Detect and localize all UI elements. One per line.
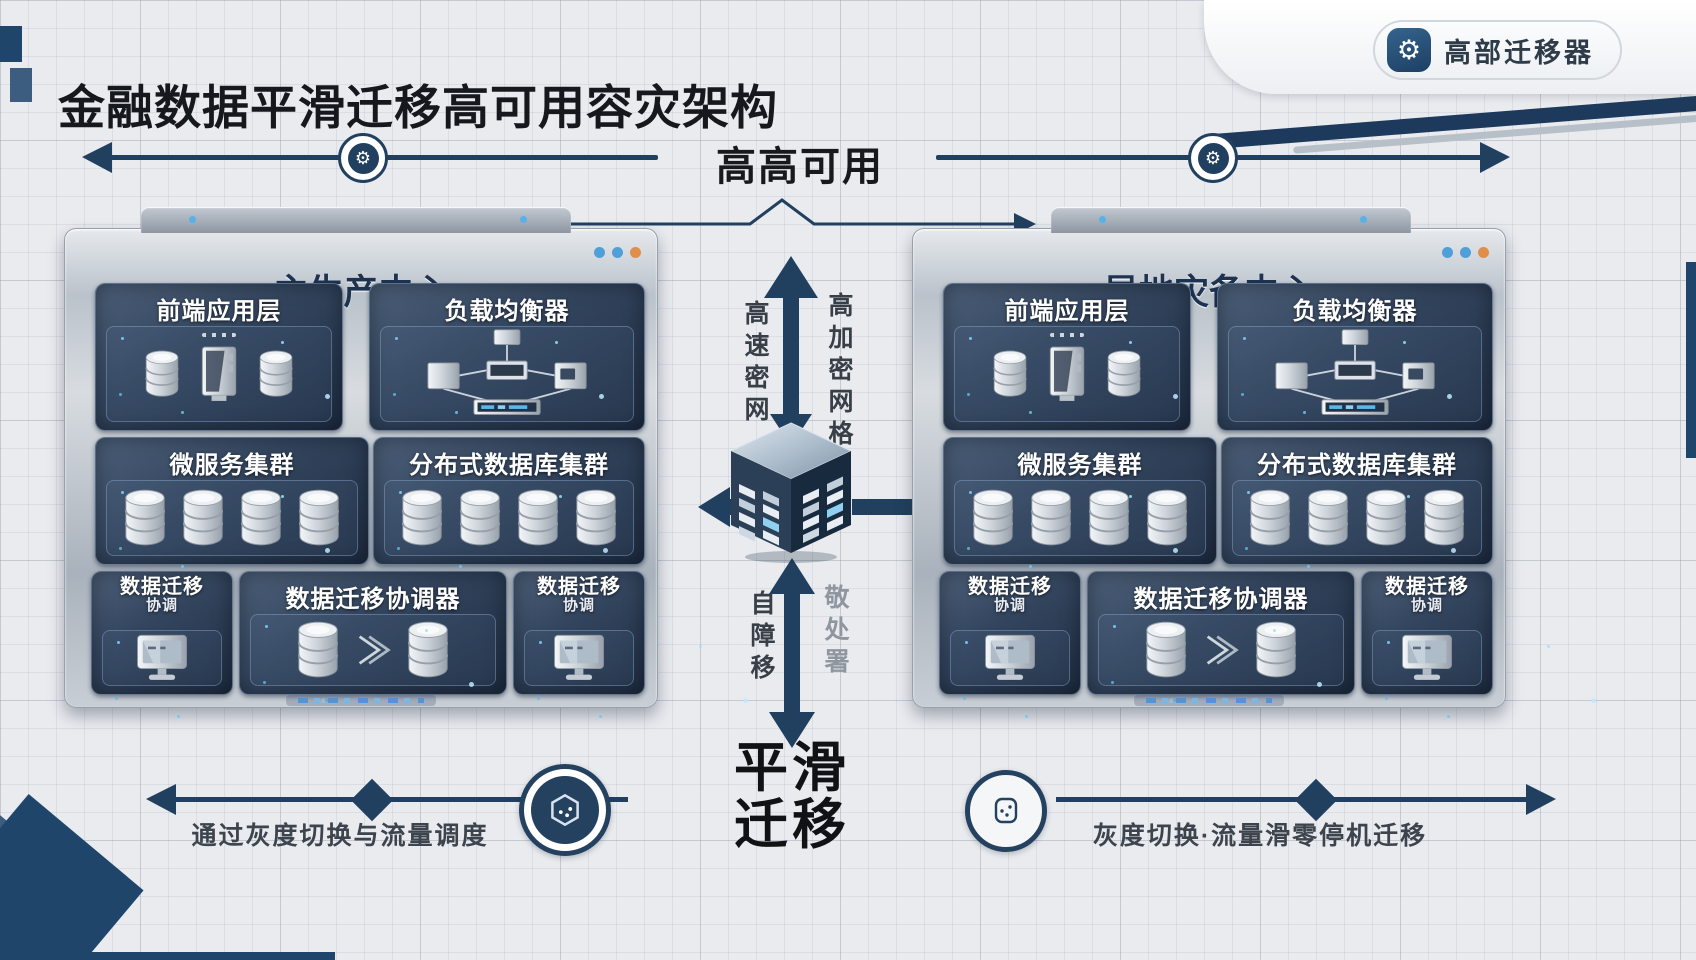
gear-logo-icon: ⚙ [1387, 28, 1431, 72]
panel-tab [1051, 207, 1411, 233]
core-datacenter-cube-icon [729, 422, 853, 563]
migration-coordinator-box: 数据迁移协调器 [239, 571, 507, 695]
database-icon [399, 488, 445, 548]
box-title: 前端应用层 [1004, 298, 1130, 325]
migration-coordinator-box: 数据迁移协调器 [1087, 571, 1355, 695]
box-title: 分布式数据库集群 [409, 452, 609, 479]
box-title: 分布式数据库集群 [1257, 452, 1457, 479]
database-icon [991, 349, 1029, 399]
window-dot-icon [1442, 247, 1453, 258]
monitor-icon [1399, 633, 1455, 683]
app-server-icon [1041, 345, 1093, 403]
gear-node-icon: ⚙ [338, 133, 388, 183]
frontend-layer-box: 前端应用层 [943, 283, 1191, 431]
uplink-label-right: 高加密网格 [825, 292, 853, 452]
database-icon [1105, 349, 1143, 399]
database-icon [122, 488, 168, 548]
database-icon [1028, 488, 1074, 548]
flow-caption-left: 通过灰度切换与流量调度 [191, 822, 489, 850]
shield-badge-icon [519, 764, 611, 856]
database-icon [257, 349, 295, 399]
corner-tile-icon [10, 68, 32, 102]
database-icon [970, 488, 1016, 548]
database-icon [296, 488, 342, 548]
page-title: 金融数据平滑迁移高可用容灾架构 [58, 81, 778, 135]
window-dot-icon [612, 247, 623, 258]
frontend-layer-box: 前端应用层 [95, 283, 343, 431]
branch-arrows-icon [1201, 629, 1241, 671]
migration-sync-box: 数据迁移 协调 [939, 571, 1081, 695]
window-dot-icon [594, 247, 605, 258]
ha-label: 高高可用 [716, 145, 884, 189]
smooth-migration-label: 平滑 迁移 [734, 738, 850, 856]
status-chip [286, 695, 436, 706]
window-dot-icon [1478, 247, 1489, 258]
database-icon [1253, 620, 1299, 680]
right-edge-bar [1686, 262, 1696, 458]
box-title: 数据迁移 协调 [968, 576, 1052, 614]
database-icon [295, 620, 341, 680]
box-title: 数据迁移 协调 [120, 576, 204, 614]
downlink-label-right: 敬处署 [821, 584, 849, 680]
seal-badge-icon [965, 770, 1047, 852]
database-icon [1086, 488, 1132, 548]
box-title: 前端应用层 [156, 298, 282, 325]
panel-tab [141, 207, 571, 233]
bottom-edge-bar [0, 952, 335, 960]
flow-caption-right: 灰度切换·流量滑零停机迁移 [1092, 822, 1428, 850]
load-balancer-box: 负载均衡器 [369, 283, 645, 431]
microservices-box: 微服务集群 [943, 437, 1217, 565]
microservices-box: 微服务集群 [95, 437, 369, 565]
branch-arrows-icon [353, 629, 393, 671]
network-topology-icon [1253, 328, 1457, 420]
monitor-icon [982, 633, 1038, 683]
box-title: 微服务集群 [1017, 452, 1143, 479]
database-icon [573, 488, 619, 548]
database-icon [457, 488, 503, 548]
network-topology-icon [405, 328, 609, 420]
database-icon [1144, 488, 1190, 548]
database-icon [1363, 488, 1409, 548]
migration-sync-box: 数据迁移 协调 [513, 571, 645, 695]
window-dot-icon [630, 247, 641, 258]
box-title: 数据迁移协调器 [285, 586, 461, 613]
migration-sync-box: 数据迁移 协调 [1361, 571, 1493, 695]
database-icon [405, 620, 451, 680]
box-title: 微服务集群 [169, 452, 295, 479]
corner-tile-icon [0, 26, 22, 62]
window-controls [594, 247, 641, 258]
database-icon [143, 349, 181, 399]
monitor-icon [134, 633, 190, 683]
production-center-panel: 主生产中心 前端应用层 负载均衡器 微服务集群 [64, 207, 658, 708]
gear-node-icon: ⚙ [1188, 133, 1238, 183]
bottom-left-stripe [0, 793, 144, 960]
window-dot-icon [1460, 247, 1471, 258]
box-title: 数据迁移协调器 [1133, 586, 1309, 613]
database-cluster-box: 分布式数据库集群 [1221, 437, 1493, 565]
downlink-label-left: 自障移 [747, 590, 775, 686]
database-icon [1305, 488, 1351, 548]
database-cluster-box: 分布式数据库集群 [373, 437, 645, 565]
monitor-icon [551, 633, 607, 683]
brand-label: 高部迁移器 [1444, 37, 1594, 68]
database-icon [515, 488, 561, 548]
box-title: 数据迁移 协调 [537, 576, 621, 614]
uplink-label-left: 高速密网 [741, 300, 769, 428]
box-title: 负载均衡器 [444, 298, 570, 325]
migration-sync-box: 数据迁移 协调 [91, 571, 233, 695]
database-icon [1143, 620, 1189, 680]
window-controls [1442, 247, 1489, 258]
box-title: 数据迁移 协调 [1385, 576, 1469, 614]
app-server-icon [193, 345, 245, 403]
database-icon [238, 488, 284, 548]
database-icon [1247, 488, 1293, 548]
database-icon [180, 488, 226, 548]
dr-center-panel: 异地灾备中心 前端应用层 负载均衡器 微服务集群 [912, 207, 1506, 708]
load-balancer-box: 负载均衡器 [1217, 283, 1493, 431]
box-title: 负载均衡器 [1292, 298, 1418, 325]
brand-badge: ⚙ 高部迁移器 [1373, 20, 1622, 80]
database-icon [1421, 488, 1467, 548]
status-chip [1134, 695, 1284, 706]
